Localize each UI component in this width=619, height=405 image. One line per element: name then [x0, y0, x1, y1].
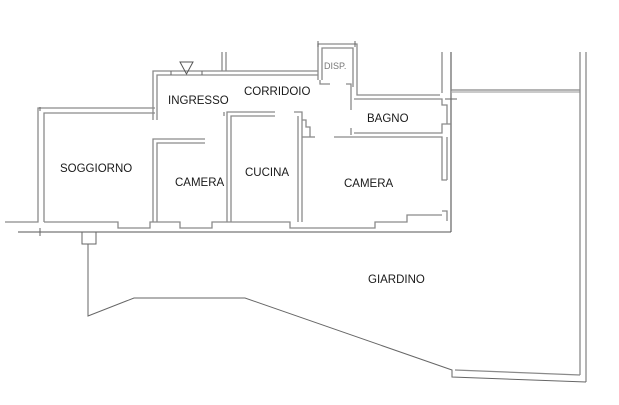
garden-top-boundary: [451, 52, 587, 382]
walls-south-facade: [18, 214, 451, 245]
walls-disp: [317, 41, 440, 110]
entrance-triangle-icon: [179, 61, 194, 76]
room-label-corridoio: CORRIDOIO: [244, 86, 311, 98]
room-label-bagno: BAGNO: [367, 113, 409, 125]
room-label-soggiorno: SOGGIORNO: [60, 163, 132, 175]
garden-outline: [87, 244, 587, 383]
walls-soggiorno: [5, 107, 155, 223]
room-label-ingresso: INGRESSO: [168, 95, 229, 107]
room-label-disp: DISP.: [324, 61, 346, 71]
walls-ingresso: [152, 52, 318, 120]
room-label-camera-1: CAMERA: [175, 177, 225, 189]
walls-right-block: [334, 52, 457, 232]
room-label-cucina: CUCINA: [245, 167, 289, 179]
room-label-giardino: GIARDINO: [368, 274, 425, 286]
walls-interior: [152, 111, 315, 222]
room-label-camera-2: CAMERA: [344, 178, 394, 190]
